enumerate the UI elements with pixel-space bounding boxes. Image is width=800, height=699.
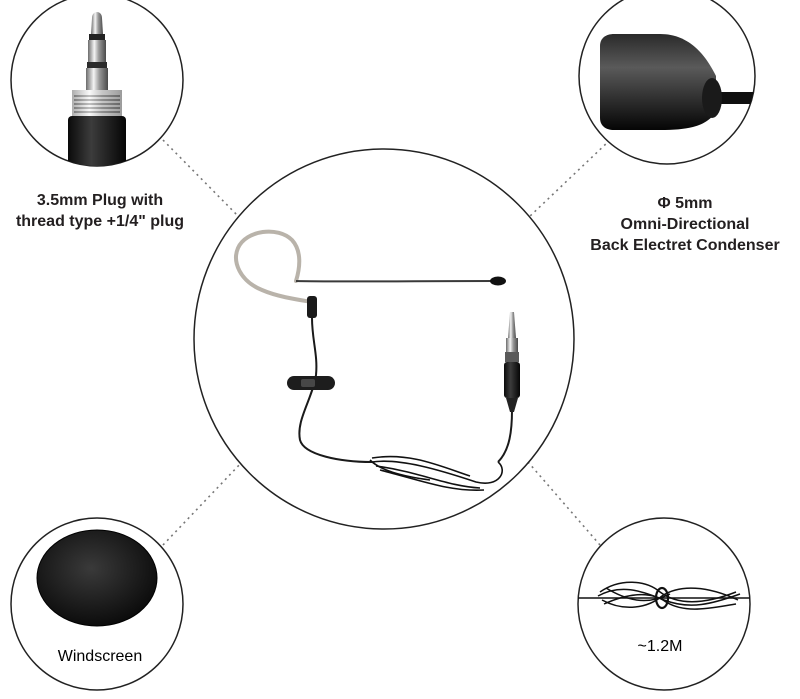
capsule-detail-circle [578,0,756,165]
headset-mic-image [234,229,520,492]
cable-detail-circle [577,517,751,691]
connector-cable [527,461,601,546]
plug-closeup-image [68,12,126,166]
cable-coil-image [578,581,750,610]
plug-caption-line1: 3.5mm Plug with [36,192,164,209]
capsule-caption-line2: Omni-Directional [620,216,750,233]
connector-plug [162,139,241,219]
cable-length-caption: ~1.2M [637,638,683,655]
capsule-caption-line3: Back Electret Condenser [590,237,780,254]
capsule-caption: Φ 5mm Omni-Directional Back Electret Con… [570,193,800,256]
plug-detail-circle [10,0,184,167]
capsule-closeup-image [600,34,755,130]
windscreen-caption: Windscreen [57,648,143,665]
headset-mic-circle [193,148,575,530]
connector-lines [162,139,611,546]
windscreen-detail-circle [10,517,184,691]
connector-windscreen [162,461,243,546]
connector-capsule [527,139,611,219]
plug-caption-line2: thread type +1/4" plug [15,213,185,230]
windscreen-foam-image [36,529,158,627]
capsule-caption-line1: Φ 5mm [657,195,713,212]
plug-caption: 3.5mm Plug with thread type +1/4" plug [0,190,200,232]
